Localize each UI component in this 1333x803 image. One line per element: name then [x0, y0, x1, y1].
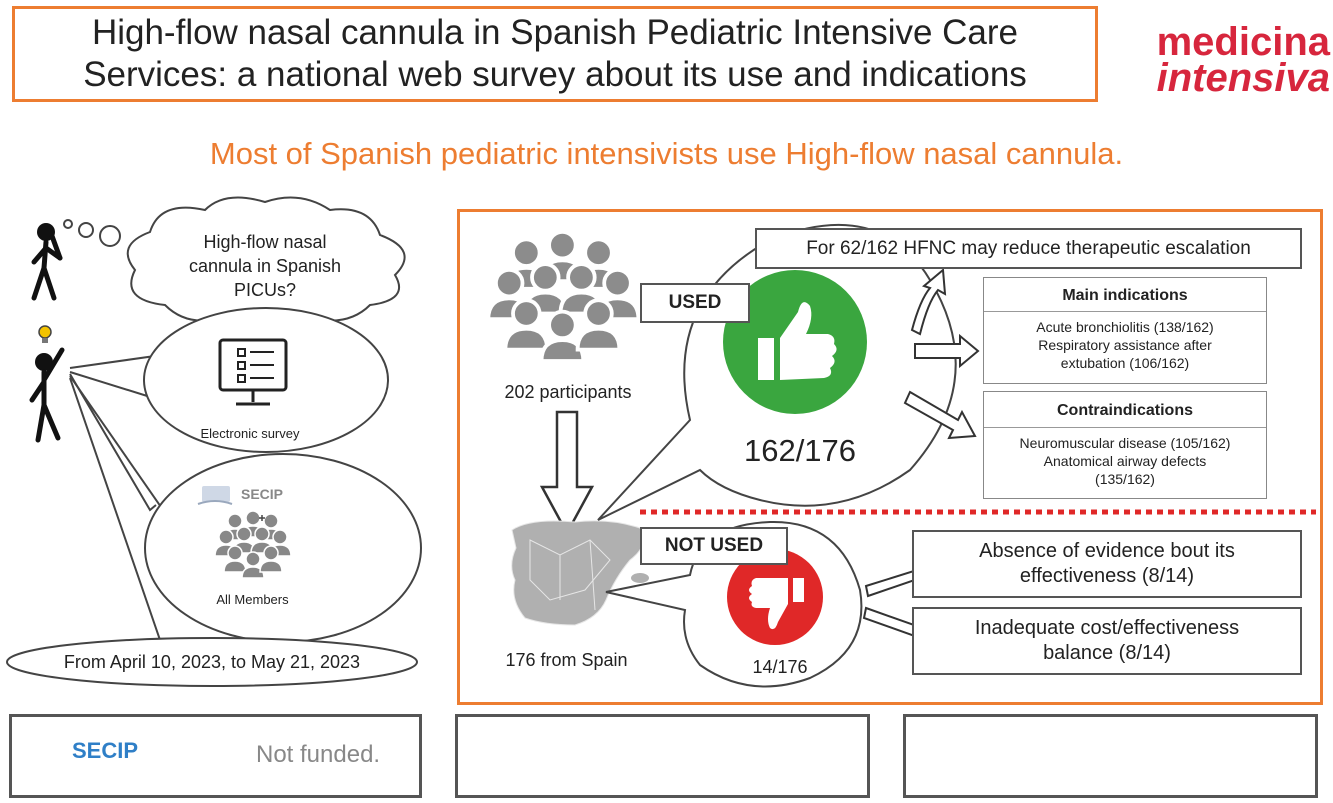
- lightbulb-icon: [38, 325, 52, 343]
- reason-box-1: Absence of evidence bout its effectivene…: [912, 530, 1302, 598]
- contraindications-header: Contraindications: [984, 392, 1266, 428]
- main-indications-header: Main indications: [984, 278, 1266, 312]
- title-box: High-flow nasal cannula in Spanish Pedia…: [12, 6, 1098, 102]
- secip-members-text: SECIP: [240, 486, 283, 502]
- escalation-note: For 62/162 HFNC may reduce therapeutic e…: [755, 228, 1302, 269]
- thinking-person-icon: [31, 223, 63, 301]
- escalation-arrow-icon: [910, 267, 947, 336]
- footer-secip-logo-text: SECIP: [72, 738, 139, 763]
- contraindications-box: Contraindications Neuromuscular disease …: [983, 391, 1267, 499]
- idea-person-icon: [29, 347, 65, 443]
- thought-line-2: cannula in Spanish: [188, 256, 342, 276]
- footer-secip-badge-text: SECIP: [196, 773, 224, 783]
- secip-small-logo-icon: [197, 486, 233, 505]
- reason-2-line-2: balance (8/14): [1043, 642, 1171, 664]
- from-spain-label: 176 from Spain: [505, 650, 628, 670]
- used-tag: USED: [640, 283, 750, 323]
- results-panel: [457, 209, 1323, 705]
- date-bubble: [6, 637, 418, 687]
- funding-text: Not funded.: [256, 741, 381, 768]
- members-label: All Members: [216, 592, 289, 607]
- participants-label: 202 participants: [504, 382, 632, 402]
- journal-logo-line-1: medicina: [1156, 20, 1330, 64]
- reason-1-line-1: Absence of evidence bout its: [979, 540, 1235, 562]
- thought-cloud: [126, 196, 406, 326]
- contraindications-line-3: (135/162): [1095, 471, 1155, 487]
- main-indications-line-2: Respiratory assistance after: [1038, 337, 1212, 353]
- thumbs-up-icon: [758, 302, 837, 380]
- reason-2-line-1: Inadequate cost/effectiveness: [974, 617, 1240, 639]
- reason-box-2: Inadequate cost/effectiveness balance (8…: [912, 607, 1302, 675]
- footer-empty-box-2: [903, 714, 1318, 798]
- survey-label: Electronic survey: [200, 426, 300, 441]
- thought-text: High-flow nasal cannula in Spanish PICUs…: [160, 230, 370, 302]
- date-range: From April 10, 2023, to May 21, 2023: [63, 652, 361, 672]
- main-indications-line-3: extubation (106/162): [1060, 355, 1190, 371]
- main-indications-line-1: Acute bronchiolitis (138/162): [1036, 319, 1214, 335]
- journal-logo-line-2: intensiva: [1156, 56, 1330, 100]
- title-line-1: High-flow nasal cannula in Spanish Pedia…: [91, 13, 1019, 52]
- main-indications-box: Main indications Acute bronchiolitis (13…: [983, 277, 1267, 384]
- journal-logo: medicina intensiva: [1108, 20, 1330, 100]
- used-count: 162/176: [743, 433, 857, 468]
- survey-bubble: [143, 307, 389, 453]
- headline: Most of Spanish pediatric intensivists u…: [209, 136, 1124, 171]
- not-used-count: 14/176: [752, 657, 808, 677]
- footer-empty-box-1: [455, 714, 870, 798]
- thought-line-1: High-flow nasal: [203, 232, 327, 252]
- footer-funding-box: [9, 714, 422, 798]
- contraindications-line-2: Anatomical airway defects: [1043, 453, 1207, 469]
- down-arrow-icon: [539, 410, 595, 536]
- not-used-tag: NOT USED: [640, 527, 788, 565]
- speech-lines: [69, 354, 171, 641]
- indications-arrow-icon: [914, 333, 980, 369]
- contraindications-line-1: Neuromuscular disease (105/162): [1019, 435, 1231, 451]
- participants-group-icon: [486, 229, 641, 363]
- thought-bubbles: [63, 219, 121, 247]
- thumbs-down-icon: [749, 578, 804, 630]
- contraindications-arrow-icon: [903, 390, 977, 440]
- spain-map-icon: [511, 520, 644, 626]
- reason-1-line-2: effectiveness (8/14): [1019, 565, 1195, 587]
- title-line-2: Services: a national web survey about it…: [83, 55, 1027, 94]
- thought-line-3: PICUs?: [233, 280, 296, 300]
- survey-monitor-icon: [218, 338, 288, 406]
